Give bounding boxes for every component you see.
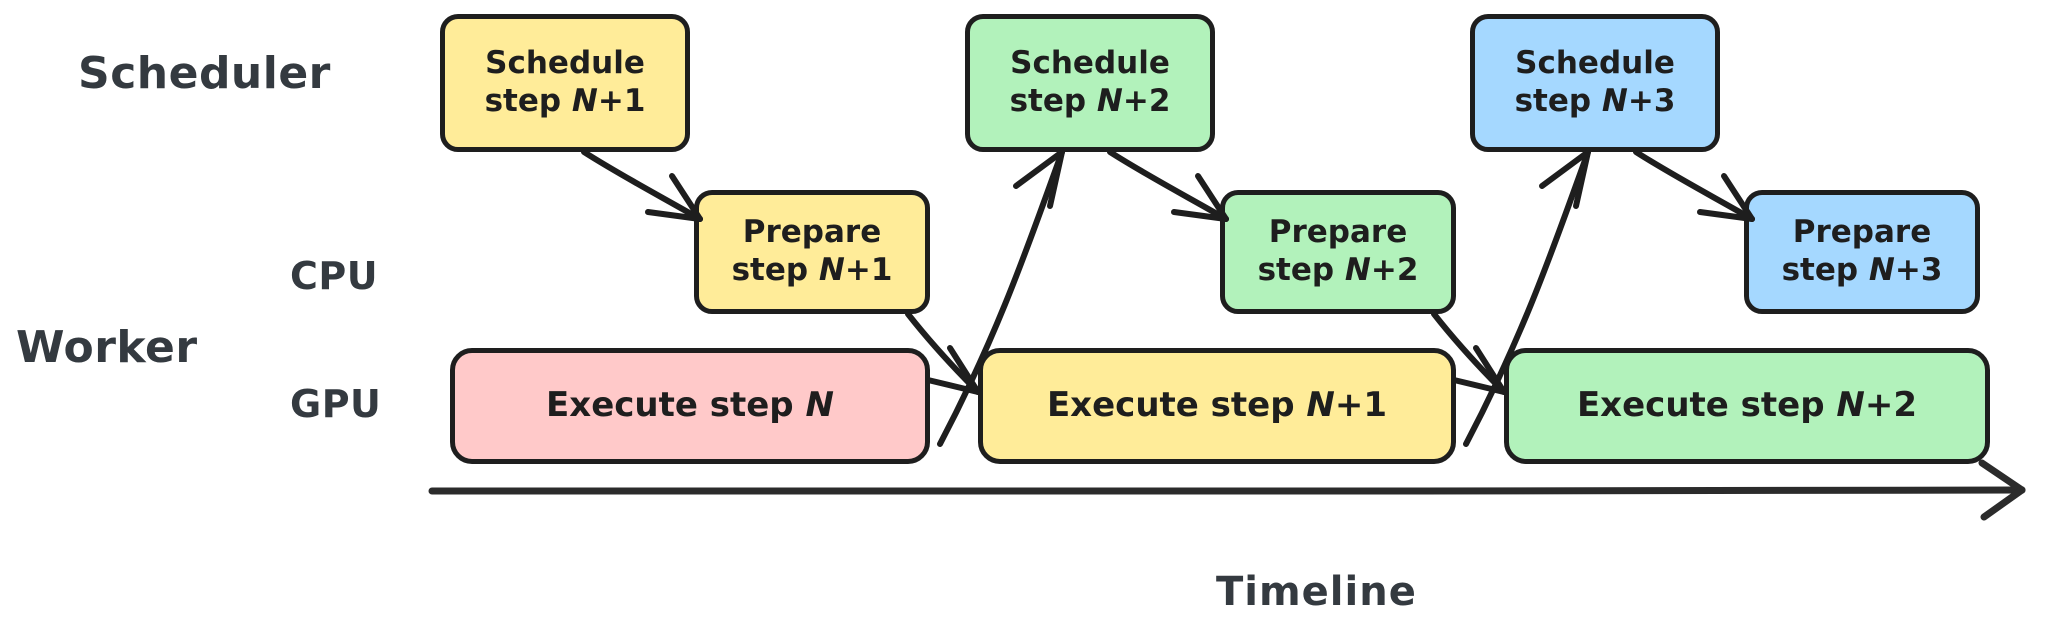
- arrow-schedule-n3-to-prepare-n3: [1633, 149, 1755, 222]
- prepare-box-n1[interactable]: Prepare step N+1: [694, 190, 930, 314]
- lane-label-worker: Worker: [16, 322, 198, 373]
- execute-bar-n-prefix: Execute step: [546, 385, 806, 426]
- schedule-box-n3-line2-var: N: [1601, 83, 1628, 119]
- prepare-box-n2-line2-var: N: [1344, 252, 1371, 288]
- prepare-box-n3[interactable]: Prepare step N+3: [1744, 190, 1980, 314]
- prepare-box-n3-line1: Prepare: [1792, 214, 1932, 251]
- prepare-box-n2-line1: Prepare: [1268, 214, 1408, 251]
- timeline-axis: [428, 459, 2026, 521]
- schedule-box-n1[interactable]: Schedule step N+1: [440, 14, 690, 152]
- schedule-box-n2[interactable]: Schedule step N+2: [965, 14, 1215, 152]
- schedule-box-n1-line2-var: N: [571, 83, 598, 119]
- schedule-box-n3[interactable]: Schedule step N+3: [1470, 14, 1720, 152]
- prepare-box-n3-line2-suffix: +3: [1894, 252, 1943, 288]
- schedule-box-n3-line2-suffix: +3: [1627, 83, 1676, 119]
- schedule-box-n2-line2-prefix: step: [1009, 83, 1097, 119]
- schedule-box-n2-line2-suffix: +2: [1122, 83, 1171, 119]
- execute-bar-n1[interactable]: Execute step N+1: [978, 348, 1456, 464]
- lane-label-scheduler: Scheduler: [78, 48, 331, 99]
- execute-bar-n-var: N: [805, 385, 834, 426]
- prepare-box-n2[interactable]: Prepare step N+2: [1220, 190, 1456, 314]
- timeline-axis-label: Timeline: [1216, 569, 1417, 615]
- arrow-schedule-n1-to-prepare-n1: [581, 149, 703, 222]
- lane-label-cpu: CPU: [290, 254, 379, 298]
- arrow-schedule-n2-to-prepare-n2: [1107, 149, 1229, 222]
- execute-bar-n1-suffix: +1: [1334, 385, 1388, 426]
- execute-bar-n2-suffix: +2: [1864, 385, 1918, 426]
- schedule-box-n1-line1: Schedule: [485, 45, 645, 82]
- prepare-box-n1-line2-suffix: +1: [844, 252, 893, 288]
- prepare-box-n1-line2-var: N: [818, 252, 845, 288]
- execute-bar-n[interactable]: Execute step N: [450, 348, 930, 464]
- schedule-box-n2-line1: Schedule: [1010, 45, 1170, 82]
- execute-bar-n1-var: N: [1306, 385, 1335, 426]
- prepare-box-n2-line2-suffix: +2: [1370, 252, 1419, 288]
- schedule-box-n3-line2-prefix: step: [1514, 83, 1602, 119]
- execute-bar-n2[interactable]: Execute step N+2: [1504, 348, 1990, 464]
- execute-bar-n2-var: N: [1836, 385, 1865, 426]
- prepare-box-n2-line2-prefix: step: [1257, 252, 1345, 288]
- prepare-box-n3-line2-prefix: step: [1781, 252, 1869, 288]
- execute-bar-n2-prefix: Execute step: [1576, 385, 1837, 426]
- schedule-box-n1-line2-prefix: step: [484, 83, 572, 119]
- schedule-box-n2-line2-var: N: [1096, 83, 1123, 119]
- prepare-box-n1-line1: Prepare: [742, 214, 882, 251]
- execute-bar-n1-prefix: Execute step: [1046, 385, 1307, 426]
- lane-label-gpu: GPU: [290, 382, 382, 426]
- schedule-box-n1-line2-suffix: +1: [597, 83, 646, 119]
- prepare-box-n1-line2-prefix: step: [731, 252, 819, 288]
- schedule-box-n3-line1: Schedule: [1515, 45, 1675, 82]
- prepare-box-n3-line2-var: N: [1868, 252, 1895, 288]
